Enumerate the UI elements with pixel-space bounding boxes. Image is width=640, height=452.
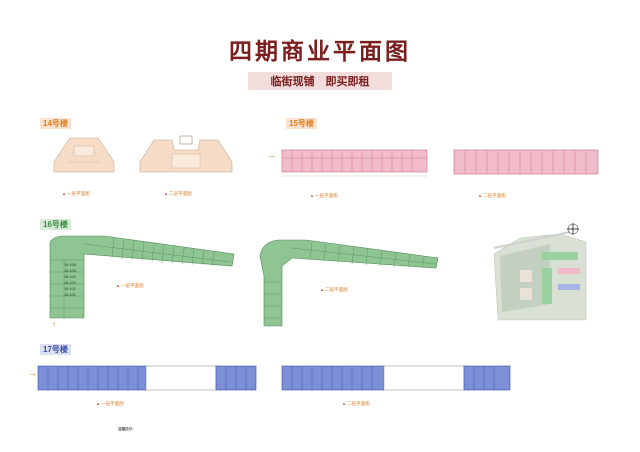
subtitle-banner <box>248 72 392 90</box>
building-16-unit-list: 16-106 16-105 16-104 16-103 16-102 16-10… <box>64 262 76 298</box>
unit-label: 16-104 <box>64 275 76 279</box>
building-14-floor1-caption: 一层平面图 <box>62 191 90 197</box>
entrance-up-arrow-icon: ↑ <box>52 320 56 329</box>
building-15-floor1-plan <box>281 149 428 177</box>
entrance-arrow-icon: → <box>267 150 276 160</box>
building-16-tag: 16号楼 <box>40 219 71 230</box>
compass-icon <box>567 223 579 235</box>
page-title: 四期商业平面图 <box>229 39 411 65</box>
building-14-floor1-plan <box>53 137 115 173</box>
unit-label: 16-103 <box>64 281 76 285</box>
building-17-floor1-plan <box>37 365 257 391</box>
entrance-arrow-icon: → <box>28 368 37 378</box>
building-17-floor1-caption: 一层平面图 <box>96 401 124 407</box>
building-16-floor2-caption: 二层平面图 <box>320 287 348 293</box>
building-16-floor1-plan <box>49 235 235 319</box>
building-17-tag: 17号楼 <box>40 344 71 355</box>
unit-label: 16-106 <box>64 263 76 267</box>
page-subtitle: 临街现铺 即买即租 <box>270 75 370 88</box>
footnote: 温馨提示： <box>118 427 518 432</box>
unit-label: 16-105 <box>64 269 76 273</box>
building-14-tag: 14号楼 <box>40 118 71 129</box>
site-location-map <box>490 224 590 324</box>
building-15-floor1-caption: 一层平面图 <box>310 193 338 199</box>
building-14-floor2-caption: 二层平面图 <box>164 191 192 197</box>
footnote-label: 温馨提示： <box>118 427 136 431</box>
building-17-floor2-plan <box>281 365 511 391</box>
building-15-floor2-plan <box>453 149 599 175</box>
unit-label: 16-101 <box>64 293 76 297</box>
building-16-floor1-caption: 一层平面图 <box>116 283 144 289</box>
unit-label: 16-102 <box>64 287 76 291</box>
building-16-floor2-plan <box>259 239 439 327</box>
building-17-floor2-caption: 二层平面图 <box>342 401 370 407</box>
building-15-floor2-caption: 二层平面图 <box>478 193 506 199</box>
building-15-tag: 15号楼 <box>286 118 317 129</box>
building-14-floor2-plan <box>139 135 233 173</box>
